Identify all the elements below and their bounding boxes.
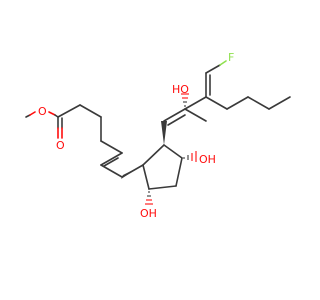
- bond-butyl-2: [226, 96, 249, 110]
- bond-O-carbonyl: [48, 111, 56, 116]
- bond-side-1: [184, 108, 207, 122]
- ring-bond-4: [148, 185, 177, 190]
- atom-OH-lower: OH: [140, 207, 157, 220]
- atom-O-ether: O: [38, 105, 47, 118]
- ring-bond-2: [163, 144, 183, 159]
- bond-butyl-3: [247, 96, 270, 110]
- bond-side-2: [184, 96, 207, 110]
- bond-chain-5: [100, 164, 123, 178]
- atom-OH-upper: OH: [199, 153, 216, 166]
- bond-butyl-4: [268, 96, 291, 110]
- bond-chain-2: [79, 104, 102, 118]
- bond-trans-1: [163, 108, 186, 122]
- atom-HO-side: HO: [172, 83, 189, 96]
- bond-CF-2: [219, 60, 227, 66]
- bond-CF-1: [205, 64, 221, 74]
- ring-bond-1: [142, 144, 165, 166]
- molecule-diagram: O O F HO OH OH: [25, 51, 291, 220]
- hash-lower-oh: [145, 191, 153, 205]
- molecule-structure: O O F HO OH OH: [25, 51, 291, 220]
- ring-bond-5: [142, 164, 150, 190]
- atom-F: F: [228, 51, 234, 64]
- bond-chain-1: [57, 104, 81, 118]
- wedge-chain: [121, 165, 143, 179]
- bond-methyl-O: [29, 111, 36, 116]
- bond-trans-2: [167, 114, 186, 126]
- wedge-side-chain: [161, 121, 167, 145]
- hash-side-oh: [181, 93, 189, 107]
- atom-O-carbonyl: O: [56, 139, 65, 152]
- bond-chain-4: [100, 140, 123, 154]
- ring-bond-3: [175, 157, 183, 187]
- bond-alkene-1: [100, 152, 123, 166]
- bond-butyl-1: [205, 96, 228, 110]
- hash-upper-oh: [183, 151, 197, 162]
- bond-alkene-2: [103, 157, 119, 167]
